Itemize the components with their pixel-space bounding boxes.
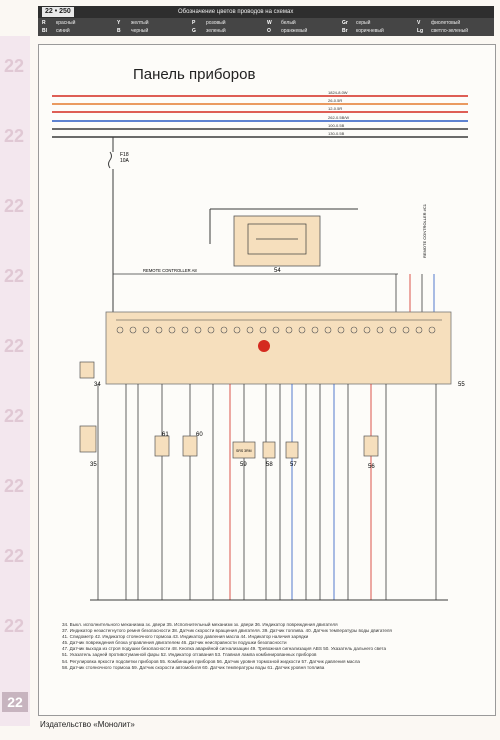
sensor-57: 57 <box>285 441 299 468</box>
instrument-cluster-55: 55 <box>105 311 465 388</box>
caption-line: 37. Индикатор незастегнутого ремня безоп… <box>62 628 392 634</box>
indicator-lamp <box>207 326 215 334</box>
sensor-61: 61 <box>154 432 170 457</box>
component-number: 54 <box>274 268 281 274</box>
indicator-lamp <box>285 326 293 334</box>
indicator-lamp <box>181 326 189 334</box>
component-number: 56 <box>368 464 375 470</box>
side-tab-number: 22 <box>2 692 28 712</box>
indicator-lamp <box>155 326 163 334</box>
indicator-lamp <box>311 326 319 334</box>
component-number: 60 <box>196 432 203 438</box>
remote-controller-label: REMOTE CONTROLLER A8 <box>143 268 197 273</box>
caption-line: 58. Датчик стояночного тормоза 59. Датчи… <box>62 664 325 670</box>
brightness-regulator-54: 54 <box>209 208 358 274</box>
indicator-lamp <box>259 326 267 334</box>
sensor-59: SRS 3RM 59 <box>232 441 256 468</box>
sensor-box-label: SRS 3RM <box>236 449 252 453</box>
component-number: 35 <box>90 462 97 468</box>
wiring-diagram: 1824-8.0W 26-0.5R 12-0.5R 262-0.5B/W 100… <box>52 90 468 601</box>
bus-label: 26-0.5R <box>328 98 342 103</box>
indicator-lamp <box>428 326 436 334</box>
fuse-name: F18 <box>120 152 129 158</box>
sensor-58: 58 <box>262 441 276 468</box>
bus-label: 262-0.5B/W <box>328 115 349 120</box>
caption-line: 54. Регулировка яркости подсветки прибор… <box>62 658 360 664</box>
indicator-lamp <box>220 326 228 334</box>
bus-label: 130-0.5B <box>328 131 345 136</box>
header-title: Обозначение цветов проводов на схемах <box>178 9 294 15</box>
indicator-lamp <box>194 326 202 334</box>
indicator-lamp <box>402 326 410 334</box>
component-number: 57 <box>290 462 297 468</box>
fuse-rating: 10A <box>120 158 130 164</box>
caption-line: 45. Датчик повреждения блока управления … <box>62 640 287 646</box>
header-title-strip: 22 • 250 Обозначение цветов проводов на … <box>38 6 494 18</box>
signal-wires-top: REMOTE CONTROLLER A8 REMOTE CONTROLLER #… <box>113 203 435 312</box>
bus-label: 1824-8.0W <box>328 90 348 95</box>
sensor-34-35: 34 35 <box>79 361 101 468</box>
diagram-title: Панель приборов <box>133 66 256 83</box>
indicator-lamp <box>363 326 371 334</box>
indicator-lamp <box>246 326 254 334</box>
indicator-lamp <box>142 326 150 334</box>
caption-line: 47. Датчик выхода из строя подушки безоп… <box>62 646 387 652</box>
component-number: 58 <box>266 462 273 468</box>
bus-label: 100-0.5B <box>328 123 345 128</box>
caption-line: 51. Указатель задней противотуманной фар… <box>62 652 317 658</box>
component-number: 61 <box>162 432 169 438</box>
caption-line: 34. Выкл. исполнительного механизма зх. … <box>62 622 338 627</box>
indicator-lamp <box>168 326 176 334</box>
indicator-lamp <box>389 326 397 334</box>
signal-wires-bottom <box>97 384 437 600</box>
indicator-lamps <box>116 326 436 334</box>
indicator-lamp <box>415 326 423 334</box>
sensor-56: 56 <box>363 435 379 470</box>
indicator-lamp <box>116 326 124 334</box>
indicator-lamp <box>233 326 241 334</box>
component-number: 59 <box>240 462 247 468</box>
diagram-caption: 34. Выкл. исполнительного механизма зх. … <box>62 622 482 671</box>
indicator-lamp <box>376 326 384 334</box>
remote-controller-label-2: REMOTE CONTROLLER #C1 <box>422 203 427 258</box>
publisher: Издательство «Монолит» <box>40 720 135 729</box>
power-buses: 1824-8.0W 26-0.5R 12-0.5R 262-0.5B/W 100… <box>52 90 468 138</box>
indicator-lamp <box>129 326 137 334</box>
indicator-lamp <box>350 326 358 334</box>
page-number: 22 • 250 <box>42 7 74 17</box>
component-number: 34 <box>94 382 101 388</box>
indicator-lamp <box>298 326 306 334</box>
caption-line: 41. Спидометр 42. Индикатор стояночного … <box>62 634 309 640</box>
bus-label: 12-0.5R <box>328 106 342 111</box>
indicator-lamp <box>337 326 345 334</box>
header-bar: 22 • 250 Обозначение цветов проводов на … <box>38 6 494 36</box>
indicator-lamp <box>272 326 280 334</box>
indicator-lamp <box>324 326 332 334</box>
sensor-60: 60 <box>182 432 203 457</box>
component-number: 55 <box>458 382 465 388</box>
